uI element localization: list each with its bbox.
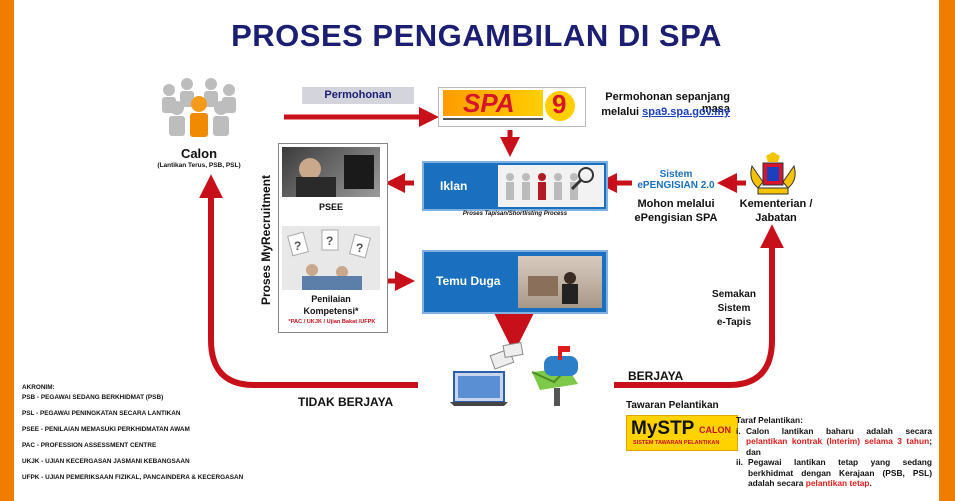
svg-text:?: ? [356,241,363,255]
proses-myrecruitment-label: Proses MyRecruitment [259,174,273,306]
mystp-sub-text: SISTEM TAWARAN PELANTIKAN [633,440,720,446]
iklan-caption: Proses Tapisan/Shortlisting Process [462,211,568,217]
penilaian-photo: ? ? ? [282,226,380,290]
taraf-item-i: i. Calon lantikan baharu adalah secara p… [736,426,932,458]
taraf-item-i-highlight: pelantikan kontrak (Interim) selama 3 ta… [746,436,930,446]
epengisian-line1: Sistem [659,169,693,180]
taraf-item-i-text: Calon lantikan baharu adalah secara [746,425,932,436]
svg-text:?: ? [294,239,301,253]
taraf-item-i-num: i. [736,425,741,436]
temu-duga-label: Temu Duga [436,274,501,288]
malaysia-crest-icon [748,152,798,196]
spa9-logo: SPA 9 [438,87,586,127]
calon-label: Calon [180,146,218,161]
akronim-item: UFPK - UJIAN PEMERIKSAAN FIZIKAL, PANCAI… [22,474,244,481]
people-group-icon [149,68,249,146]
semakan-line3: e-Tapis [716,317,752,328]
taraf-item-ii-num: ii. [736,457,743,467]
side-label-container: Proses MyRecruitment [258,148,276,332]
spa-logo-text: SPA [463,88,515,118]
taraf-item-ii-highlight: pelantikan tetap [805,478,870,488]
akronim-item: PSB - PEGAWAI SEDANG BERKHIDMAT (PSB) [22,394,164,401]
taraf-heading: Taraf Pelantikan: [736,415,803,425]
semakan-line2: Sistem [717,303,751,314]
taraf-item-i-end: ; dan [746,436,932,457]
mystp-calon-text: CALON [699,425,731,435]
akronim-item: PAC - PROFESSION ASSESSMENT CENTRE [22,442,157,449]
interview-photo [518,256,602,308]
temu-duga-box: Temu Duga [422,250,608,314]
mystp-logo: MySTP CALON SISTEM TAWARAN PELANTIKAN [626,415,738,451]
permohonan-text-prefix: melalui [601,106,643,118]
arrow-berjaya-to-kementerian [614,224,784,388]
page-title: PROSES PENGAMBILAN DI SPA [231,18,722,53]
iklan-box: Iklan [422,161,608,211]
iklan-label: Iklan [440,179,468,193]
mohon-melalui-line2: ePengisian SPA [634,212,718,224]
tawaran-pelantikan-label: Tawaran Pelantikan [626,400,719,411]
myrecruitment-box: PSEE ? ? ? Penilaian Kompetensi* *PAC / … [278,143,388,333]
email-mailbox-icon [448,338,588,408]
mystp-main-text: MySTP [631,418,695,439]
iklan-people-icon [498,165,604,207]
epengisian-line2: ePENGISIAN 2.0 [637,180,715,191]
kementerian-line2: Jabatan [755,212,797,224]
permohonan-text-line2: melalui spa9.spa.gov.my [580,106,730,118]
taraf-item-ii: ii. Pegawai lantikan tetap yang sedang b… [736,457,932,489]
tidak-berjaya-label: TIDAK BERJAYA [298,395,394,409]
taraf-pelantikan-block: Taraf Pelantikan: i. Calon lantikan baha… [736,415,932,489]
semakan-line1: Semakan [712,289,756,300]
spa9-link[interactable]: spa9.spa.gov.my [642,106,730,118]
penilaian-label-1: Penilaian [311,294,351,304]
akronim-item: UKJK - UJIAN KECERGASAN JASMANI KEBANGSA… [22,458,190,465]
permohonan-text-line1: Permohonan sepanjang masa [605,91,730,115]
akronim-item: PSEE - PENILAIAN MEMASUKI PERKHIDMATAN A… [22,426,190,433]
svg-text:?: ? [326,234,333,248]
spa-logo-number: 9 [552,89,567,119]
penilaian-note: *PAC / UKJK / Ujian Bakat /UFPK [288,319,376,325]
calon-sub-label: (Lantikan Terus, PSB, PSL) [157,162,241,169]
penilaian-label-2: Kompetensi* [303,306,359,316]
taraf-item-ii-end: . [869,478,872,488]
akronim-heading: AKRONIM: [22,384,55,391]
psee-photo [282,147,380,197]
slide: PROSES PENGAMBILAN DI SPA [14,0,939,501]
permohonan-tag: Permohonan [302,87,414,104]
akronim-item: PSL - PEGAWAI PENINGKATAN SECARA LANTIKA… [22,410,181,417]
arrow-tidak-berjaya-to-calon [199,174,418,388]
mohon-melalui-line1: Mohon melalui [637,198,715,210]
kementerian-line1: Kementerian / [739,198,813,210]
psee-label: PSEE [318,202,343,212]
taraf-item-ii-text: Pegawai lantikan tetap yang sedang berkh… [748,457,932,488]
akronim-list: AKRONIM: PSB - PEGAWAI SEDANG BERKHIDMAT… [22,384,282,481]
flow-arrows [199,107,784,388]
berjaya-label: BERJAYA [628,369,684,383]
